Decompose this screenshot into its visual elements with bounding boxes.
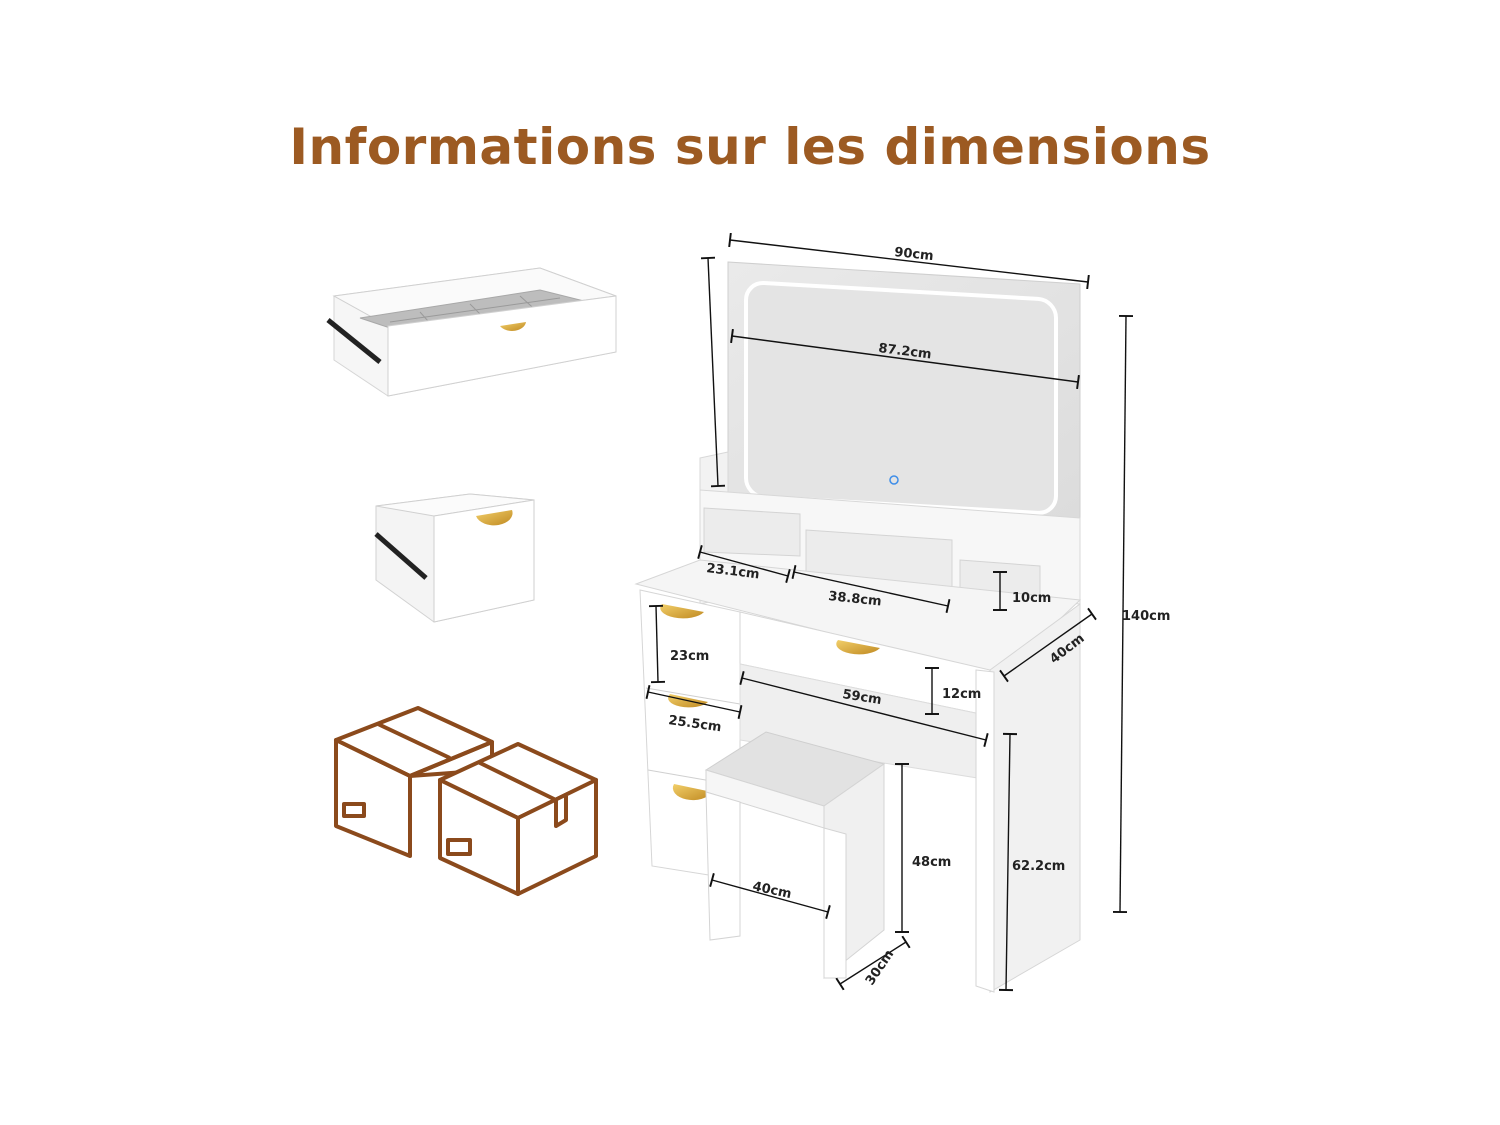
organizer-drawer-icon xyxy=(326,267,617,397)
dim-side-drawer-height: 23cm xyxy=(670,649,709,664)
stool-icon xyxy=(704,731,886,980)
dim-shelf-height: 10cm xyxy=(1012,591,1051,606)
dim-shelf-middle: 38.8cm xyxy=(828,589,883,609)
small-drawer-icon xyxy=(374,493,535,623)
led-mirror-icon xyxy=(727,261,1081,521)
dim-stool-depth: 30cm xyxy=(863,947,897,988)
dim-side-drawer-width: 25.5cm xyxy=(667,713,722,735)
dim-mirror-inner-width: 87.2cm xyxy=(878,341,933,362)
page-title: Informations sur les dimensions xyxy=(289,118,1211,176)
dim-leg-height: 62.2cm xyxy=(1012,859,1065,874)
dimension-lines xyxy=(645,232,1134,992)
dim-center-drawer-width: 59cm xyxy=(841,687,882,708)
dim-mirror-total-width: 90cm xyxy=(894,245,935,264)
dim-stool-height: 48cm xyxy=(912,855,951,870)
dim-shelf-left: 23.1cm xyxy=(706,561,761,582)
dim-total-height: 140cm xyxy=(1122,609,1170,624)
shipping-boxes-icon xyxy=(334,706,598,896)
dim-stool-width: 40cm xyxy=(751,879,793,902)
dim-center-drawer-height: 12cm xyxy=(942,687,981,702)
